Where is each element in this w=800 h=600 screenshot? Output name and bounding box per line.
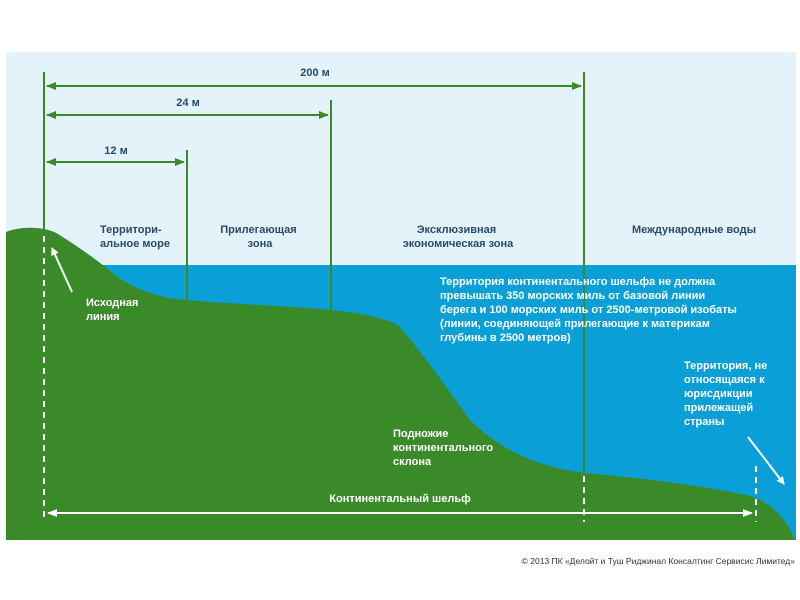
zone-contiguous: Прилегающая зона (220, 224, 299, 250)
label-24: 24 м (176, 97, 199, 109)
zone-territorial-sea: Территори- альное море (100, 224, 170, 250)
label-200: 200 м (300, 67, 330, 79)
continental-landmass (6, 227, 795, 540)
label-non-jurisdiction: Территория, не относящаяся к юрисдикции … (684, 360, 770, 428)
zone-eez: Эксклюзивная экономическая зона (403, 224, 514, 250)
label-12: 12 м (104, 145, 127, 157)
label-baseline: Исходная линия (86, 297, 142, 323)
zone-international-waters: Международные воды (632, 224, 756, 236)
baseline-pointer-arrow (51, 247, 73, 293)
label-foot-of-slope: Подножие континентального склона (393, 428, 496, 468)
label-continental-shelf: Континентальный шельф (329, 493, 471, 505)
non-jurisdiction-pointer-arrow (747, 436, 785, 485)
label-shelf-limit-note: Территория континентального шельфа не до… (440, 276, 740, 344)
copyright-notice: © 2013 ПК «Делойт и Туш Риджинал Консалт… (521, 556, 795, 566)
